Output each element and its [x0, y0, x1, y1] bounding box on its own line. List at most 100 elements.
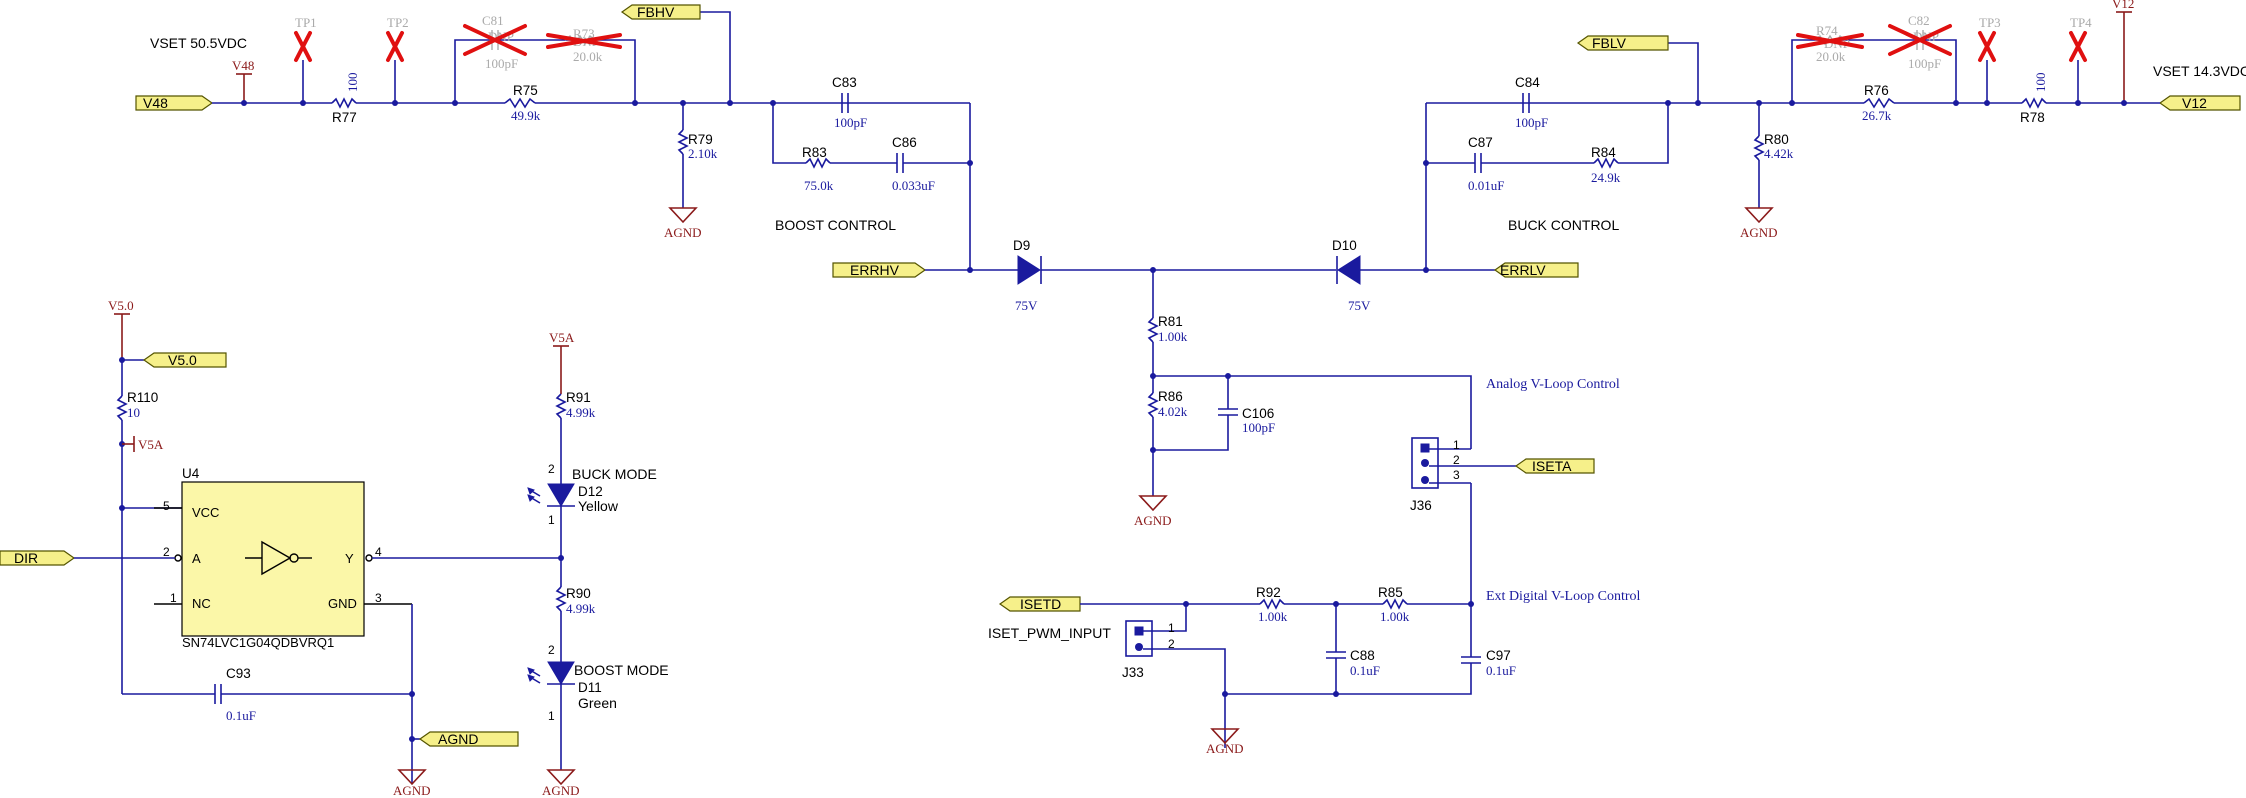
c106-capacitor[interactable]: C106 100pF	[1218, 406, 1275, 435]
error-combiner: ERRHV D9 75V D10 75V ERRLV R81 1.00	[832, 238, 1641, 756]
v12-net-flag[interactable]: V12	[2158, 95, 2241, 111]
boost-mode-note: BOOST MODE	[574, 662, 669, 678]
agnd-net-flag[interactable]: AGND	[418, 731, 519, 747]
u4-pin-a-number: 2	[163, 545, 170, 559]
v48-power-port: V48	[232, 58, 254, 103]
c83-capacitor[interactable]: C83 100pF	[832, 75, 867, 130]
v5a-power-port-u4: V5A	[122, 436, 164, 452]
c84-value: 100pF	[1515, 115, 1548, 130]
c84-capacitor[interactable]: C84 100pF	[1515, 75, 1548, 130]
r78-resistor[interactable]: R78 100	[2020, 73, 2048, 126]
d11-led-green[interactable]: 2 1 D11 Green	[527, 643, 617, 723]
r80-resistor[interactable]: R80 4.42k	[1753, 132, 1794, 161]
r85-resistor[interactable]: R85 1.00k	[1378, 585, 1410, 624]
iset-pwm-input-note: ISET_PWM_INPUT	[988, 625, 1111, 641]
r83-resistor[interactable]: R83 75.0k	[802, 145, 834, 193]
tp3-label: TP3	[1979, 15, 2001, 30]
j36-pin-1: 1	[1453, 438, 1460, 452]
j36-designator: J36	[1410, 498, 1432, 513]
agnd-symbol-j33: AGND	[1206, 728, 1244, 756]
tp2-testpoint-dnp: TP2	[386, 15, 409, 62]
u4-pin-vcc-name: VCC	[192, 505, 219, 520]
j33-jumper[interactable]: 1 2 J33	[1122, 604, 1226, 748]
r81-resistor[interactable]: R81 1.00k	[1147, 314, 1188, 344]
v12-power-label: V12	[2112, 0, 2134, 11]
fblv-net-flag[interactable]: FBLV	[1576, 35, 1669, 51]
agnd-label-led: AGND	[542, 783, 580, 798]
r77-resistor[interactable]: R77 100	[331, 73, 360, 126]
c93-capacitor[interactable]: C93 0.1uF	[214, 666, 256, 723]
c86-value: 0.033uF	[892, 178, 935, 193]
c97-capacitor[interactable]: C97 0.1uF	[1461, 648, 1516, 678]
dnp-parts-right: TP3 TP4 R74 20.0k DNP C82 100pF DNP	[1796, 13, 2092, 71]
d9-diode[interactable]: D9 75V	[1013, 238, 1042, 313]
v48-net-flag[interactable]: V48	[135, 95, 214, 111]
c87-capacitor[interactable]: C87 0.01uF	[1468, 135, 1504, 193]
c81-designator: C81	[482, 13, 504, 28]
v50-power-port: V5.0	[108, 298, 134, 360]
c82-capacitor-dnp: C82 100pF DNP	[1888, 13, 1952, 71]
c87-value: 0.01uF	[1468, 178, 1504, 193]
d11-pin-cathode: 1	[548, 709, 555, 723]
r75-resistor[interactable]: R75 49.9k	[504, 83, 541, 123]
r92-resistor[interactable]: R92 1.00k	[1256, 585, 1288, 624]
r92-designator: R92	[1256, 585, 1281, 600]
r90-value: 4.99k	[566, 601, 596, 616]
digital-vloop-note: Ext Digital V-Loop Control	[1486, 589, 1641, 604]
d9-value: 75V	[1015, 298, 1038, 313]
r90-resistor[interactable]: R90 4.99k	[555, 586, 596, 616]
r86-resistor[interactable]: R86 4.02k	[1147, 389, 1188, 419]
r75-designator: R75	[513, 83, 538, 98]
isetd-flag-label: ISETD	[1020, 596, 1061, 612]
r79-resistor[interactable]: R79 2.10k	[677, 129, 718, 161]
tp2-label: TP2	[387, 15, 409, 30]
u4-inverter-ic[interactable]: U4 VCC A NC GND Y SN74LVC1G04QDBVRQ1 5 2…	[154, 466, 412, 650]
j36-jumper[interactable]: 1 2 3 J36	[1410, 437, 1516, 513]
r86-value: 4.02k	[1158, 404, 1188, 419]
c86-designator: C86	[892, 135, 917, 150]
c88-capacitor[interactable]: C88 0.1uF	[1326, 648, 1380, 678]
r79-designator: R79	[688, 132, 713, 147]
iseta-net-flag[interactable]: ISETA	[1514, 458, 1595, 474]
r110-resistor[interactable]: R110 10	[116, 390, 158, 421]
c81-value: 100pF	[485, 56, 518, 71]
c83-designator: C83	[832, 75, 857, 90]
isetd-net-flag[interactable]: ISETD	[998, 596, 1081, 612]
r81-value: 1.00k	[1158, 329, 1188, 344]
tp4-testpoint-dnp: TP4	[2069, 15, 2092, 62]
buck-mode-note: BUCK MODE	[572, 466, 657, 482]
errhv-net-flag[interactable]: ERRHV	[832, 262, 927, 278]
errlv-net-flag[interactable]: ERRLV	[1493, 262, 1579, 278]
r80-designator: R80	[1764, 132, 1789, 147]
dir-net-flag[interactable]: DIR	[0, 550, 76, 566]
d12-color: Yellow	[578, 498, 619, 514]
r91-value: 4.99k	[566, 405, 596, 420]
u4-part-number: SN74LVC1G04QDBVRQ1	[182, 635, 334, 650]
u4-designator: U4	[182, 466, 200, 481]
errhv-flag-label: ERRHV	[850, 262, 900, 278]
v50-net-flag[interactable]: V5.0	[142, 352, 227, 368]
d10-diode[interactable]: D10 75V	[1332, 238, 1371, 313]
r110-value: 10	[127, 405, 140, 420]
errlv-flag-label: ERRLV	[1500, 262, 1546, 278]
v12-flag-label: V12	[2182, 95, 2207, 111]
u4-pin-gnd-number: 3	[375, 591, 382, 605]
r77-designator: R77	[332, 110, 357, 125]
r86-designator: R86	[1158, 389, 1183, 404]
r91-resistor[interactable]: R91 4.99k	[555, 390, 596, 420]
tp4-label: TP4	[2070, 15, 2092, 30]
r84-value: 24.9k	[1591, 170, 1621, 185]
fblv-flag-label: FBLV	[1592, 35, 1627, 51]
tp3-testpoint-dnp: TP3	[1978, 15, 2001, 62]
u4-pin-y-name: Y	[345, 551, 354, 566]
d12-led-yellow[interactable]: 2 1 D12 Yellow	[527, 462, 619, 527]
r84-resistor[interactable]: R84 24.9k	[1591, 145, 1621, 185]
c97-designator: C97	[1486, 648, 1511, 663]
c86-capacitor[interactable]: C86 0.033uF	[892, 135, 935, 193]
fbhv-net-flag[interactable]: FBHV	[620, 4, 701, 20]
r73-value: 20.0k	[573, 49, 603, 64]
c88-designator: C88	[1350, 648, 1375, 663]
r76-resistor[interactable]: R76 26.7k	[1862, 83, 1895, 123]
